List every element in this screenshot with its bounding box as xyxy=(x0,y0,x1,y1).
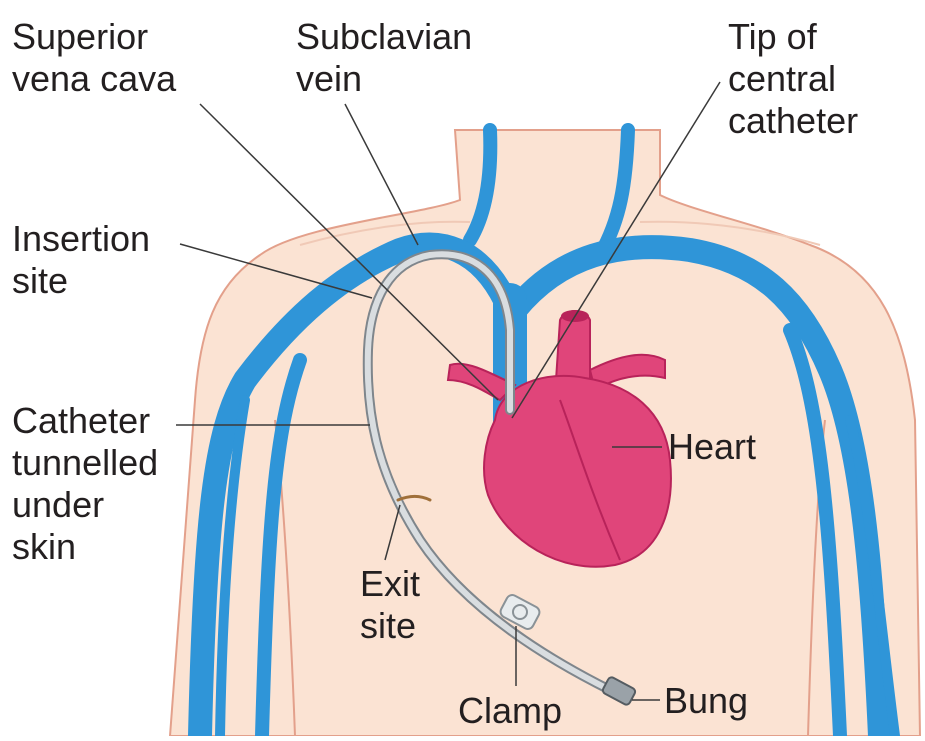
label-line: catheter xyxy=(728,100,858,142)
label-line: tunnelled xyxy=(12,442,158,484)
label-line: Exit xyxy=(360,563,420,605)
label-line: site xyxy=(12,260,150,302)
label-exit-site: Exit site xyxy=(360,563,420,647)
label-line: skin xyxy=(12,526,158,568)
label-line: Superior xyxy=(12,16,176,58)
label-line: Subclavian xyxy=(296,16,472,58)
label-line: Insertion xyxy=(12,218,150,260)
label-line: central xyxy=(728,58,858,100)
label-insertion-site: Insertion site xyxy=(12,218,150,302)
label-superior-vena-cava: Superior vena cava xyxy=(12,16,176,100)
label-catheter-tunnelled: Catheter tunnelled under skin xyxy=(12,400,158,568)
label-clamp: Clamp xyxy=(458,690,562,732)
label-heart: Heart xyxy=(668,426,756,468)
label-subclavian-vein: Subclavian vein xyxy=(296,16,472,100)
label-line: Catheter xyxy=(12,400,158,442)
label-bung: Bung xyxy=(664,680,748,722)
label-tip-of-central-catheter: Tip of central catheter xyxy=(728,16,858,142)
label-line: vein xyxy=(296,58,472,100)
label-line: vena cava xyxy=(12,58,176,100)
label-line: Tip of xyxy=(728,16,858,58)
label-line: under xyxy=(12,484,158,526)
label-line: site xyxy=(360,605,420,647)
